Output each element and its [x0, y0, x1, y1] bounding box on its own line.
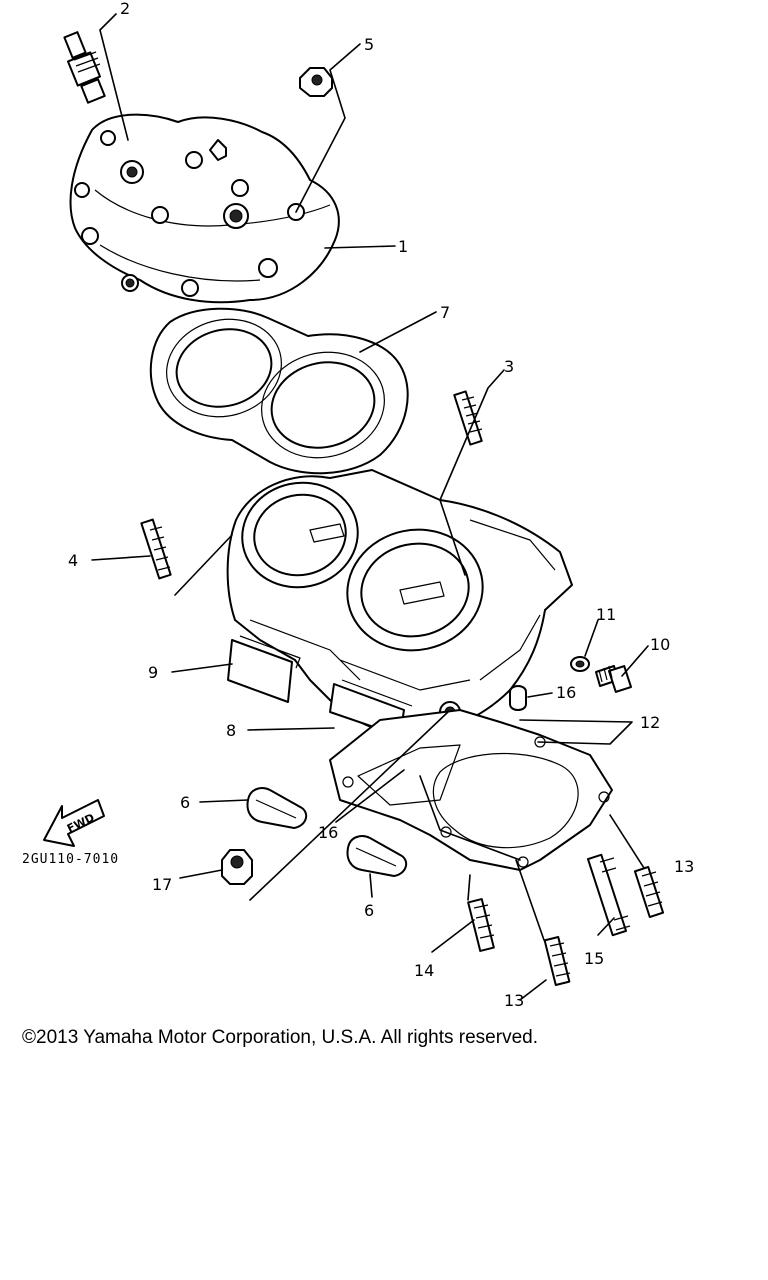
forward-arrow-icon: FWD [43, 799, 105, 847]
leader-lines [91, 13, 649, 1001]
cylinder-block-part [226, 469, 573, 736]
washer-11-part [570, 656, 590, 672]
diagram-code: 2GU110-7010 [22, 852, 120, 867]
callout-labels: 2 5 1 7 3 4 11 10 9 16 8 12 6 16 13 17 6… [68, 0, 694, 1010]
head-gasket-part [149, 307, 409, 475]
head-nut-part [299, 67, 333, 97]
dowel-pin-16a-part [509, 685, 527, 711]
stud-bolt-13a-part [633, 866, 665, 918]
callout-8: 8 [226, 721, 236, 740]
stud-bolt-3-part [453, 390, 483, 446]
callout-3: 3 [504, 357, 514, 376]
callout-4: 4 [68, 551, 78, 570]
callout-5: 5 [364, 35, 374, 54]
callout-13a: 13 [674, 857, 694, 876]
callout-11: 11 [596, 605, 616, 624]
copyright-notice: ©2013 Yamaha Motor Corporation, U.S.A. A… [22, 1027, 538, 1048]
callout-9: 9 [148, 663, 158, 682]
intake-port-9-part [227, 635, 301, 703]
cylinder-head-part [69, 113, 340, 304]
callout-2: 2 [120, 0, 130, 18]
callout-14: 14 [414, 961, 434, 980]
callout-12: 12 [640, 713, 660, 732]
stud-bolt-15-part [586, 853, 631, 937]
callout-16a: 16 [556, 683, 576, 702]
cylinder-exploded-diagram: FWD 2 5 1 7 3 4 1 [43, 0, 694, 1010]
callout-17: 17 [152, 875, 172, 894]
rubber-cap-6a-part [246, 787, 308, 829]
callout-6b: 6 [364, 901, 374, 920]
bolt-10-part [595, 665, 633, 693]
callout-7: 7 [440, 303, 450, 322]
callout-13b: 13 [504, 991, 524, 1010]
rubber-cap-6b-part [346, 835, 408, 877]
stud-bolt-14-part [467, 898, 495, 952]
callout-15: 15 [584, 949, 604, 968]
callout-16b: 16 [318, 823, 338, 842]
callout-6a: 6 [180, 793, 190, 812]
nut-17-part [221, 849, 253, 885]
callout-10: 10 [650, 635, 670, 654]
spark-plug-part [63, 31, 106, 104]
stud-bolt-4-part [140, 518, 172, 580]
base-gasket-part [329, 709, 613, 871]
stud-bolt-13b-part [543, 935, 571, 987]
callout-1: 1 [398, 237, 408, 256]
